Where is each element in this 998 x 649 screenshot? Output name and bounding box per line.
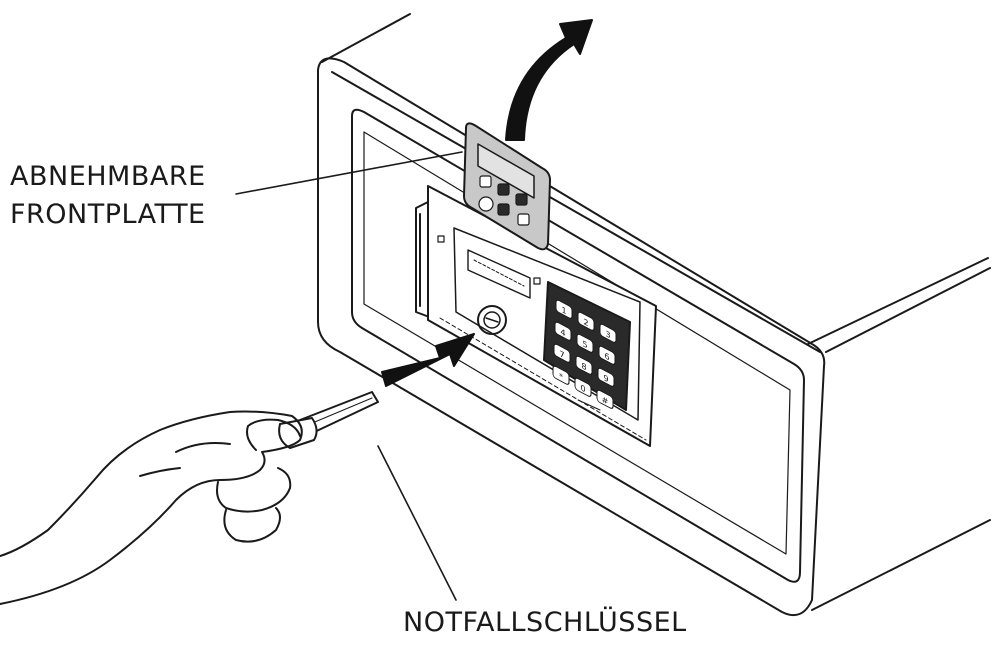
brand-plate [467, 249, 531, 299]
keypad-key [554, 321, 572, 341]
keypad-key-label: * [559, 372, 564, 384]
keyhole [483, 311, 501, 329]
keypad-key [574, 377, 592, 397]
keypad-key-label: 6 [604, 351, 609, 363]
keypad-key-label: 1 [561, 305, 566, 317]
keypad-key [596, 389, 614, 409]
keypad-key [555, 299, 573, 319]
safe-top-edge [321, 13, 411, 63]
keypad-key [575, 355, 593, 375]
keypad-key-label: 9 [603, 373, 608, 385]
keypad-key [577, 311, 595, 331]
keypad: 1 2 3 4 5 6 7 8 9 * 0 # [543, 281, 631, 411]
lock-panel-inner [453, 227, 641, 421]
keypad-key-label: 4 [560, 327, 565, 339]
emergency-key-leader-line [377, 445, 457, 601]
front-plate-label: ABNEHMBARE FRONTPLATTE [10, 158, 206, 234]
front-plate-label-line1: ABNEHMBARE [10, 161, 206, 192]
keypad-key [599, 323, 617, 343]
emergency-key [278, 391, 379, 449]
keypad-key-label: 5 [582, 339, 587, 351]
front-plate-label-line2: FRONTPLATTE [10, 199, 206, 230]
safe-right-side [825, 267, 991, 353]
safe-top-edge-2 [807, 257, 989, 345]
door-outer [351, 108, 805, 583]
keypad-key-label: 7 [559, 349, 564, 361]
safe-front-face [317, 57, 826, 616]
hand [0, 410, 303, 605]
safe-top-rim [331, 71, 821, 353]
keypad-key [553, 343, 571, 363]
keypad-keys: 1 2 3 4 5 6 7 8 9 * 0 # [552, 299, 617, 409]
front-plate-display [477, 143, 535, 199]
keypad-key-label: # [602, 395, 609, 408]
keypad-key-label: 0 [580, 383, 585, 395]
emergency-key-label: NOTFALLSCHLÜSSEL [403, 607, 687, 638]
keypad-key [597, 367, 615, 387]
keypad-key [552, 365, 570, 385]
keypad-key-label: 2 [583, 317, 588, 329]
keypad-key-label: 3 [605, 329, 610, 341]
safe-right-side-lower [811, 519, 991, 611]
keypad-key-label: 8 [581, 361, 586, 373]
removable-front-plate [463, 122, 551, 251]
keyhole-ring [477, 305, 507, 335]
insert-arrow [381, 333, 475, 387]
lift-arrow [505, 19, 593, 141]
front-plate-leader-line [235, 151, 463, 195]
keypad-key [576, 333, 594, 353]
front-plate-buttons [478, 175, 530, 226]
keypad-key [598, 345, 616, 365]
safe-body [317, 13, 991, 616]
